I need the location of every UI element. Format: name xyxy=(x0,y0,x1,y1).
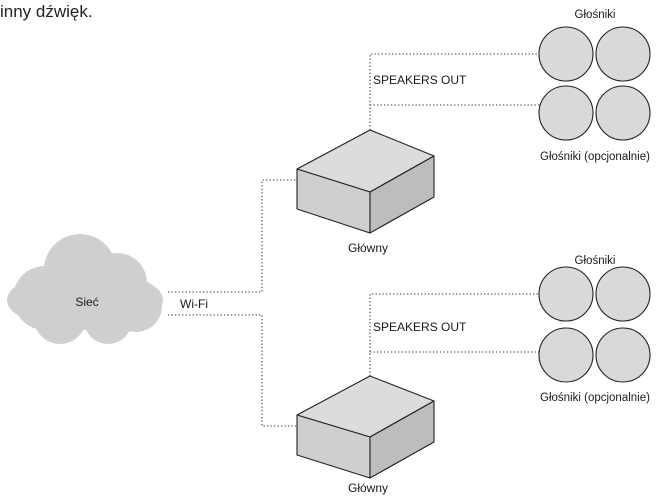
amplifier-label: Główny xyxy=(348,241,388,255)
optional-speaker xyxy=(538,327,594,383)
amplifier-box xyxy=(296,375,435,479)
caption-text: inny dźwięk. xyxy=(0,2,93,21)
network-label: Sieć xyxy=(75,295,98,309)
speaker xyxy=(595,266,651,322)
speakers-label: Głośniki xyxy=(575,9,616,21)
speakers-label: Głośniki xyxy=(575,255,616,267)
amplifier-box xyxy=(296,129,435,234)
wifi-label: Wi-Fi xyxy=(180,297,208,311)
speaker xyxy=(538,26,594,82)
speakers-out-label: SPEAKERS OUT xyxy=(373,320,467,334)
optional-speakers-label: Głośniki (opcjonalnie) xyxy=(540,392,650,404)
zone-1: SPEAKERS OUT Główny Głośniki Głośniki (o… xyxy=(296,9,651,255)
speaker xyxy=(538,266,594,322)
optional-speaker xyxy=(595,327,651,383)
speaker xyxy=(595,26,651,82)
optional-speaker xyxy=(538,85,594,141)
speakers-out-label: SPEAKERS OUT xyxy=(373,73,467,87)
optional-speakers-label: Głośniki (opcjonalnie) xyxy=(540,151,650,163)
network-cloud: Sieć xyxy=(7,234,163,344)
amplifier-label: Główny xyxy=(348,481,388,495)
zone-2: SPEAKERS OUT Główny Głośniki Głośniki (o… xyxy=(296,255,651,495)
optional-speaker xyxy=(595,85,651,141)
